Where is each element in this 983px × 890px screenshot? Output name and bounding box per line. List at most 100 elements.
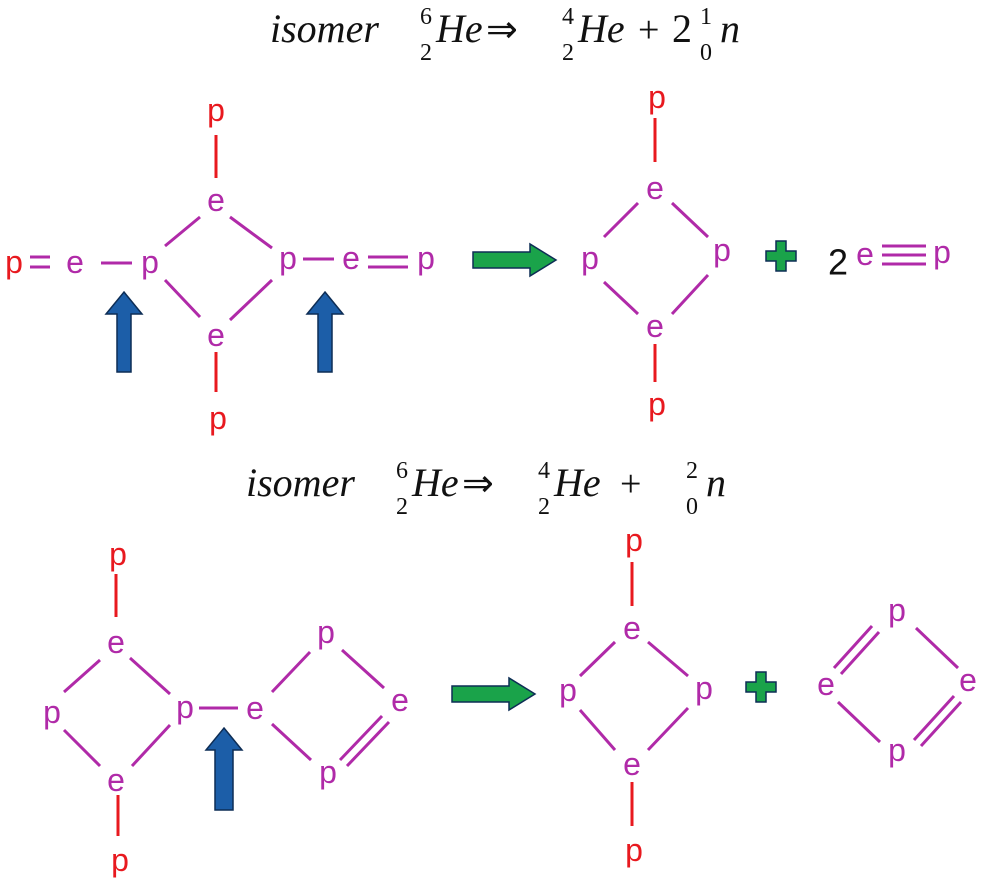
bond [912,694,956,742]
eq1-lhs-symbol: He [435,6,483,51]
proton: p [581,240,599,276]
proton: p [933,234,951,270]
bond [646,706,690,752]
row2-isomer-structure: p e p p e p e p e p [43,536,409,878]
eq1-arrow: ⇒ [486,7,518,51]
eq2-plus: + [620,463,641,505]
bond [163,278,202,319]
proton: p [625,832,643,868]
bond-break-arrow-icon [104,290,144,373]
bond [602,280,640,316]
bond [602,201,640,239]
electron: e [391,682,409,718]
eq2-n-atomic: 0 [686,494,698,520]
equation-1: isomer 6 2 He ⇒ 4 2 He + 2 1 0 n [270,4,740,66]
proton: p [559,672,577,708]
proton: p [648,79,666,115]
eq1-lhs-mass: 6 [420,4,432,30]
plus-icon [765,240,797,272]
bond-break-arrow-icon [204,726,244,811]
eq2-lhs-mass: 6 [396,458,408,484]
proton: p [888,592,906,628]
proton: p [176,689,194,725]
eq1-n-symbol: n [720,6,740,51]
eq2-word: isomer [246,460,355,505]
electron: e [107,624,125,660]
bond [128,656,172,696]
bond [832,624,874,670]
proton: p [5,244,23,280]
proton: p [209,400,227,436]
proton: p [417,240,435,276]
electron: e [246,690,264,726]
electron: e [207,182,225,218]
proton: p [207,92,225,128]
bond [836,700,882,744]
bond [578,709,617,751]
bond [338,714,384,762]
eq1-rhs-symbol: He [577,6,625,51]
eq1-rhs-atomic: 2 [562,40,574,66]
eq2-n-mass: 2 [686,458,698,484]
plus-icon [745,671,777,703]
bond [914,626,960,670]
electron: e [817,666,835,702]
electron: e [107,762,125,798]
bond [919,700,963,748]
bond [270,722,313,762]
electron: e [623,746,641,782]
bond-break-arrow-icon [305,290,345,373]
eq2-lhs-atomic: 2 [396,494,408,520]
electron: e [207,317,225,353]
reaction-arrow-icon [451,676,537,712]
eq1-rhs-mass: 4 [562,4,574,30]
bond [647,640,689,678]
electron: e [959,662,977,698]
eq2-arrow: ⇒ [462,461,494,505]
proton: p [625,522,643,558]
bond [130,723,172,768]
bond [270,650,312,694]
eq2-n-symbol: n [706,460,726,505]
electron: e [646,308,664,344]
proton: p [141,244,159,280]
proton: p [319,754,337,790]
row1-isomer-structure: p e p p e p e p e p [5,92,435,436]
eq1-coef: 2 [672,6,692,51]
row2-product-dineutron: p e e p [817,592,977,768]
eq2-rhs-symbol: He [553,460,601,505]
bond [839,630,881,676]
row1-product-neutrons: 2 e p [828,234,951,283]
bond [164,215,201,248]
proton: p [713,232,731,268]
bond [229,215,273,250]
eq1-plus: + [638,9,659,51]
proton: p [317,614,335,650]
eq1-word: isomer [270,6,379,51]
bond [228,278,274,322]
bond [345,720,391,768]
proton: p [43,694,61,730]
bond [62,728,102,768]
row2-product-he4: p e p p e p [559,522,713,868]
electron: e [646,170,664,206]
proton: p [109,536,127,572]
electron: e [856,236,874,272]
proton: p [279,240,297,276]
bond [670,201,710,239]
proton: p [648,386,666,422]
coefficient: 2 [828,242,848,283]
eq1-n-mass: 1 [700,4,712,30]
electron: e [623,610,641,646]
bond [578,640,617,678]
proton: p [695,670,713,706]
eq2-lhs-symbol: He [411,460,459,505]
proton: p [111,842,129,878]
eq2-rhs-mass: 4 [538,458,550,484]
bond [63,658,101,694]
electron: e [342,240,360,276]
row1-product-he4: p e p p e p [581,79,731,422]
electron: e [66,244,84,280]
equation-2: isomer 6 2 He ⇒ 4 2 He + 2 0 n [246,458,726,520]
